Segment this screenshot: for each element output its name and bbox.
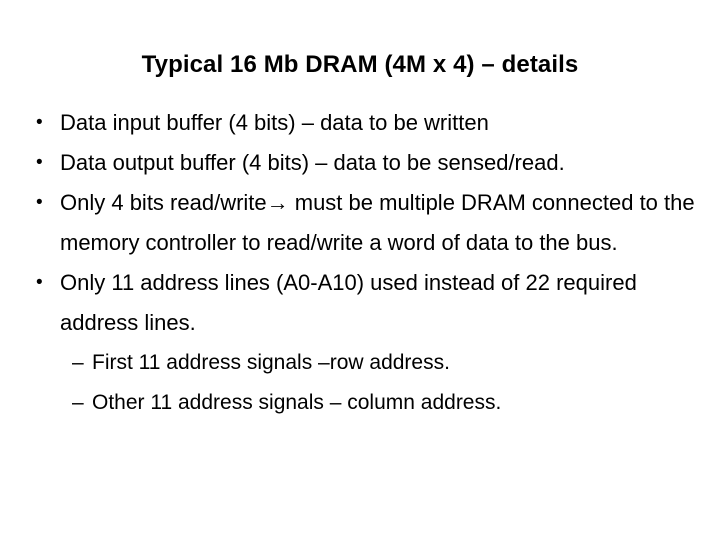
list-item: – Other 11 address signals – column addr… — [36, 383, 696, 423]
list-item: • Data output buffer (4 bits) – data to … — [36, 143, 696, 183]
dash-marker-icon: – — [72, 351, 84, 374]
page-title: Typical 16 Mb DRAM (4M x 4) – details — [141, 51, 579, 78]
bullet-marker-icon: • — [36, 192, 43, 213]
list-item: • Only 11 address lines (A0-A10) used in… — [36, 263, 696, 343]
list-item-text: Data output buffer (4 bits) – data to be… — [60, 150, 565, 175]
list-item: – First 11 address signals –row address. — [36, 343, 696, 383]
list-item-text: First 11 address signals –row address. — [92, 351, 450, 374]
list-item-text: Data input buffer (4 bits) – data to be … — [60, 110, 489, 135]
bullet-marker-icon: • — [36, 272, 43, 293]
list-item: • Data input buffer (4 bits) – data to b… — [36, 103, 696, 143]
bullet-marker-icon: • — [36, 112, 43, 133]
dash-marker-icon: – — [72, 391, 84, 414]
list-item-text: Other 11 address signals – column addres… — [92, 391, 502, 414]
bullet-marker-icon: • — [36, 152, 43, 173]
list-item-text: Only 11 address lines (A0-A10) used inst… — [60, 270, 637, 335]
bullet-list: • Data input buffer (4 bits) – data to b… — [36, 103, 696, 423]
list-item-text: Only 4 bits read/write→ must be multiple… — [60, 190, 695, 255]
list-item: • Only 4 bits read/write→ must be multip… — [36, 183, 696, 263]
